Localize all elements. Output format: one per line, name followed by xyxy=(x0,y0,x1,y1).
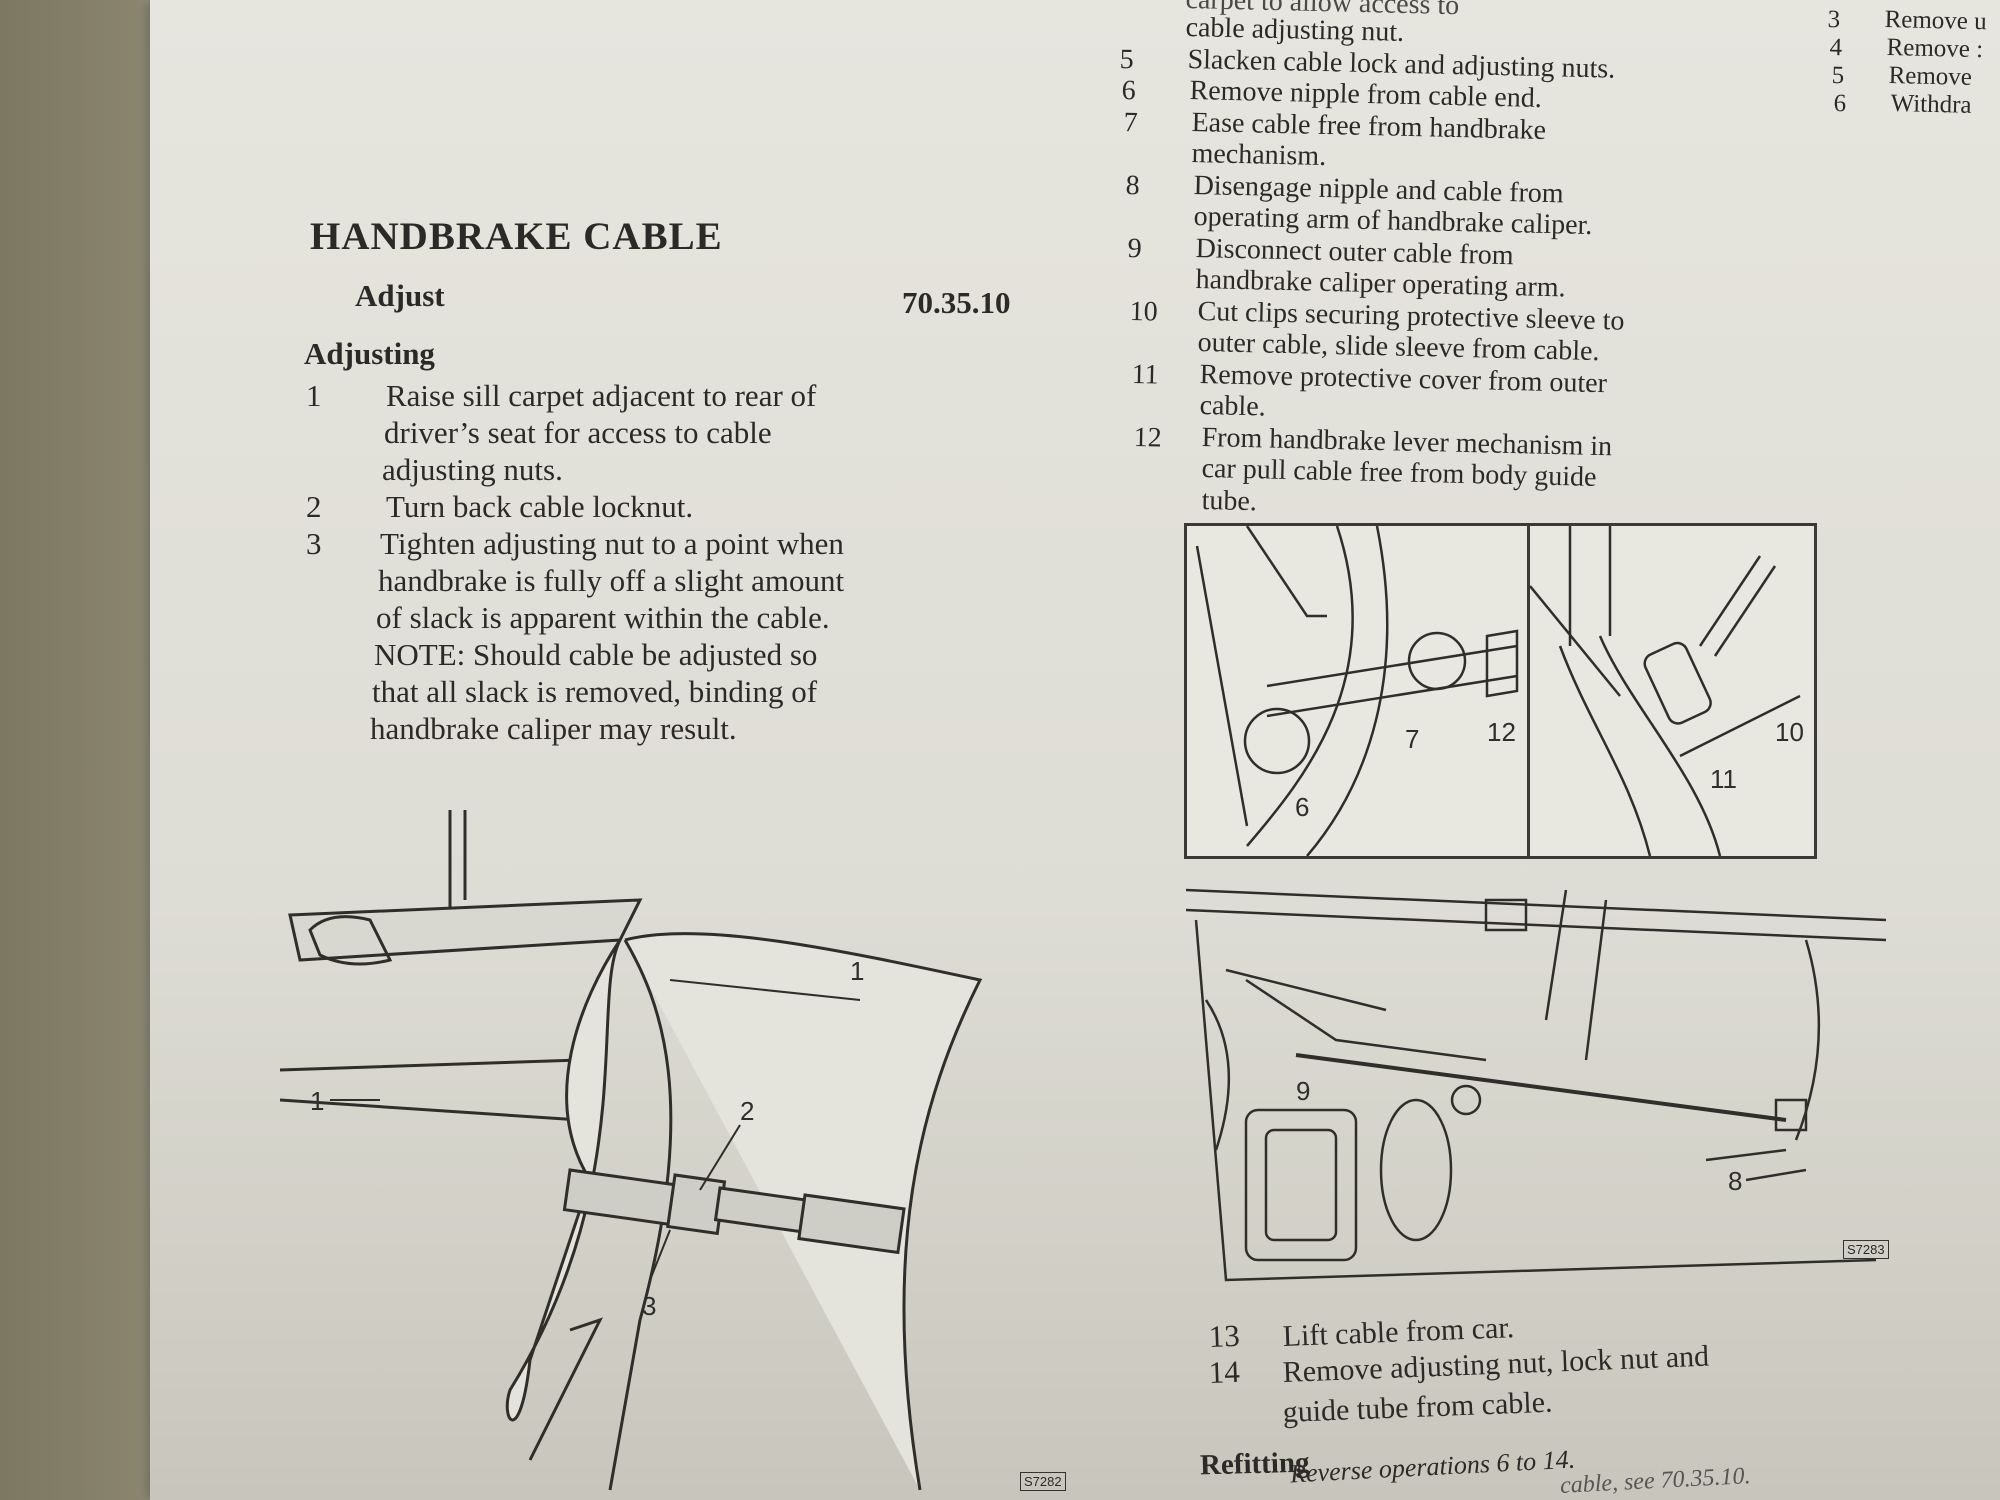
step-number: 11 xyxy=(1131,358,1159,391)
main-callout-8: 8 xyxy=(1728,1166,1742,1196)
caliper-cable-illustration: 9 8 xyxy=(1186,888,1887,1282)
step-text: driver’s seat for access to cable xyxy=(384,415,772,450)
step-number: 2 xyxy=(306,489,322,524)
subheading-adjusting: Adjusting xyxy=(304,336,435,371)
step-text: Turn back cable locknut. xyxy=(386,489,694,524)
inset-figure-b: 11 10 xyxy=(1527,523,1817,859)
step-number: 1 xyxy=(306,378,322,413)
cable-adjuster-illustration: 1 1 2 3 xyxy=(280,810,983,1491)
step-text: cable adjusting nut. xyxy=(1185,12,1405,48)
inset-a-callout-7: 7 xyxy=(1405,724,1419,754)
step-text: adjusting nuts. xyxy=(382,452,563,487)
callout-1a: 1 xyxy=(850,956,864,986)
step-text: that all slack is removed, binding of xyxy=(372,674,818,709)
step-text: tube. xyxy=(1201,484,1258,517)
step-text: mechanism. xyxy=(1191,138,1327,173)
step-number: 5 xyxy=(1119,43,1134,75)
step-text: cable. xyxy=(1199,390,1267,423)
step-number: 3 xyxy=(306,526,322,561)
inset-b-callout-11: 11 xyxy=(1710,764,1737,794)
step-text: Tighten adjusting nut to a point when xyxy=(380,526,844,561)
step-number: 9 xyxy=(1127,232,1142,264)
step-text: handbrake is fully off a slight amount xyxy=(378,563,845,598)
inset-a-callout-6: 6 xyxy=(1295,792,1309,822)
step-text: Raise sill carpet adjacent to rear of xyxy=(386,378,817,413)
step-number: 7 xyxy=(1123,106,1138,138)
step-text: Withdra xyxy=(1890,89,1972,119)
figure-code-left: S7282 xyxy=(1020,1472,1066,1491)
step-text: NOTE: Should cable be adjusted so xyxy=(374,637,818,672)
step-number: 13 xyxy=(1208,1317,1241,1354)
callout-1b: 1 xyxy=(310,1086,324,1116)
step-text: of slack is apparent within the cable. xyxy=(376,600,830,635)
step-number: 14 xyxy=(1208,1353,1241,1390)
inset-figure-a: 6 7 12 xyxy=(1184,523,1548,859)
callout-3: 3 xyxy=(642,1291,656,1321)
step-number: 6 xyxy=(1121,75,1136,107)
background-surface xyxy=(0,0,168,1500)
step-number: 12 xyxy=(1133,421,1162,454)
step-number: 5 xyxy=(1831,61,1845,90)
callout-2: 2 xyxy=(740,1096,754,1126)
figure-code-right: S7283 xyxy=(1843,1240,1889,1259)
step-number: 8 xyxy=(1125,169,1140,201)
operation-name: Adjust xyxy=(355,278,445,313)
step-number: 6 xyxy=(1833,89,1847,118)
inset-a-callout-12: 12 xyxy=(1487,717,1516,747)
step-number: 4 xyxy=(1829,33,1843,62)
step-number: 10 xyxy=(1129,295,1158,328)
operation-code: 70.35.10 xyxy=(902,285,1011,320)
inset-b-callout-10: 10 xyxy=(1775,717,1804,747)
step-text: handbrake caliper may result. xyxy=(370,711,737,746)
step-number: 3 xyxy=(1827,5,1841,34)
section-title: HANDBRAKE CABLE xyxy=(310,215,723,258)
main-callout-9: 9 xyxy=(1296,1076,1310,1106)
